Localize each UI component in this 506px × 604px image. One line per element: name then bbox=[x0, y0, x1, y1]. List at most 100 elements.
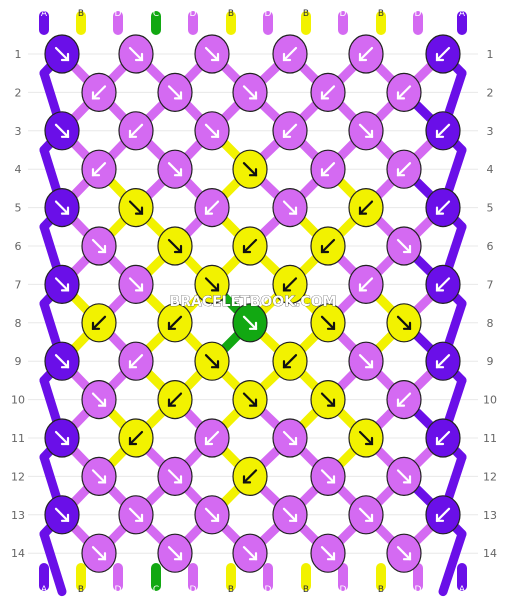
top-strand-tails bbox=[39, 11, 467, 35]
knot bbox=[118, 264, 154, 304]
knot bbox=[118, 341, 154, 381]
knot-arrow-icon bbox=[435, 277, 451, 292]
knot-arrowhead-icon bbox=[173, 244, 183, 254]
knot-arrowhead-icon bbox=[173, 168, 183, 177]
knot-arrow-icon bbox=[282, 354, 298, 369]
knot-arrowhead-icon bbox=[282, 129, 292, 138]
knot bbox=[310, 149, 346, 189]
knot bbox=[272, 418, 308, 458]
knot-arrow-icon bbox=[242, 469, 258, 484]
knot-arrowhead-icon bbox=[320, 244, 330, 254]
knot bbox=[425, 34, 461, 74]
knot bbox=[81, 303, 117, 343]
knot bbox=[386, 149, 422, 189]
knot-arrow-icon bbox=[54, 123, 70, 138]
knot bbox=[81, 456, 117, 496]
knot bbox=[194, 341, 230, 381]
knot-arrow-icon bbox=[358, 354, 374, 369]
knot-arrowhead-icon bbox=[326, 552, 336, 561]
knot-arrow-icon bbox=[128, 507, 144, 522]
knot bbox=[272, 495, 308, 535]
strand-label-bottom: B bbox=[378, 585, 384, 595]
knot-arrowhead-icon bbox=[173, 475, 183, 484]
knot bbox=[272, 34, 308, 74]
knot-arrow-icon bbox=[167, 85, 183, 100]
knot-arrow-icon bbox=[167, 238, 183, 254]
strand-label-top: B bbox=[228, 9, 234, 19]
knot-arrowhead-icon bbox=[435, 206, 445, 215]
knot-arrow-icon bbox=[435, 123, 451, 138]
knot-arrow-icon bbox=[358, 200, 374, 215]
knot bbox=[118, 418, 154, 458]
knot-arrowhead-icon bbox=[128, 360, 138, 369]
knot-arrowhead-icon bbox=[435, 360, 445, 369]
knot-arrowhead-icon bbox=[435, 52, 445, 62]
row-label-right: 8 bbox=[487, 317, 494, 330]
row-label-left: 3 bbox=[15, 125, 22, 138]
knot-arrowhead-icon bbox=[248, 552, 258, 561]
row-label-left: 12 bbox=[11, 470, 25, 483]
knot-arrow-icon bbox=[128, 123, 144, 138]
knot bbox=[118, 495, 154, 535]
knot-arrowhead-icon bbox=[242, 244, 252, 254]
knot bbox=[194, 418, 230, 458]
row-label-left: 9 bbox=[15, 355, 22, 368]
knot-arrow-icon bbox=[320, 85, 336, 100]
knot-arrow-icon bbox=[320, 315, 336, 330]
knot-arrowhead-icon bbox=[91, 321, 101, 330]
watermark: BRACELETBOOK.COM bbox=[170, 294, 337, 310]
knot-arrowhead-icon bbox=[210, 360, 220, 369]
row-label-left: 1 bbox=[15, 48, 22, 61]
knot-arrow-icon bbox=[435, 507, 451, 522]
knot bbox=[348, 188, 384, 228]
row-label-right: 7 bbox=[487, 278, 494, 291]
row-label-right: 10 bbox=[483, 394, 497, 407]
knot-arrowhead-icon bbox=[396, 398, 406, 407]
knot bbox=[348, 341, 384, 381]
knot bbox=[81, 72, 117, 113]
knot bbox=[425, 188, 461, 228]
row-label-right: 3 bbox=[487, 125, 494, 138]
knot-arrowhead-icon bbox=[364, 513, 374, 522]
knot-arrowhead-icon bbox=[402, 321, 412, 330]
knot-arrow-icon bbox=[167, 546, 183, 561]
knot bbox=[348, 264, 384, 304]
knot bbox=[194, 111, 230, 151]
knot bbox=[118, 34, 154, 74]
strand-label-bottom: D bbox=[415, 585, 422, 595]
knot-arrow-icon bbox=[54, 507, 70, 522]
row-label-right: 2 bbox=[487, 86, 494, 99]
knot bbox=[194, 264, 230, 304]
knot bbox=[348, 418, 384, 458]
row-label-right: 1 bbox=[487, 48, 494, 61]
knot bbox=[194, 495, 230, 535]
knot bbox=[310, 226, 346, 266]
strand-label-top: A bbox=[459, 9, 466, 19]
knot bbox=[310, 303, 346, 343]
knot-arrow-icon bbox=[396, 392, 412, 407]
knot bbox=[310, 533, 346, 573]
knot bbox=[157, 303, 193, 343]
knot bbox=[81, 533, 117, 573]
knot-arrowhead-icon bbox=[210, 283, 220, 292]
knot-arrow-icon bbox=[128, 277, 144, 292]
strand-label-top: D bbox=[265, 9, 272, 19]
bottom-strand-tails bbox=[39, 563, 467, 591]
knot-arrowhead-icon bbox=[358, 283, 368, 292]
knot-arrowhead-icon bbox=[167, 398, 177, 407]
strand-segment bbox=[438, 529, 467, 597]
knot-arrowhead-icon bbox=[210, 513, 220, 522]
knot-arrow-icon bbox=[91, 546, 107, 561]
knot-arrowhead-icon bbox=[204, 436, 214, 446]
knot-arrow-icon bbox=[204, 200, 220, 215]
knot bbox=[386, 456, 422, 496]
knot bbox=[44, 188, 80, 228]
knot-arrowhead-icon bbox=[173, 91, 183, 100]
knot bbox=[232, 303, 268, 343]
knot-arrow-icon bbox=[282, 507, 298, 522]
knot-arrow-icon bbox=[128, 46, 144, 62]
